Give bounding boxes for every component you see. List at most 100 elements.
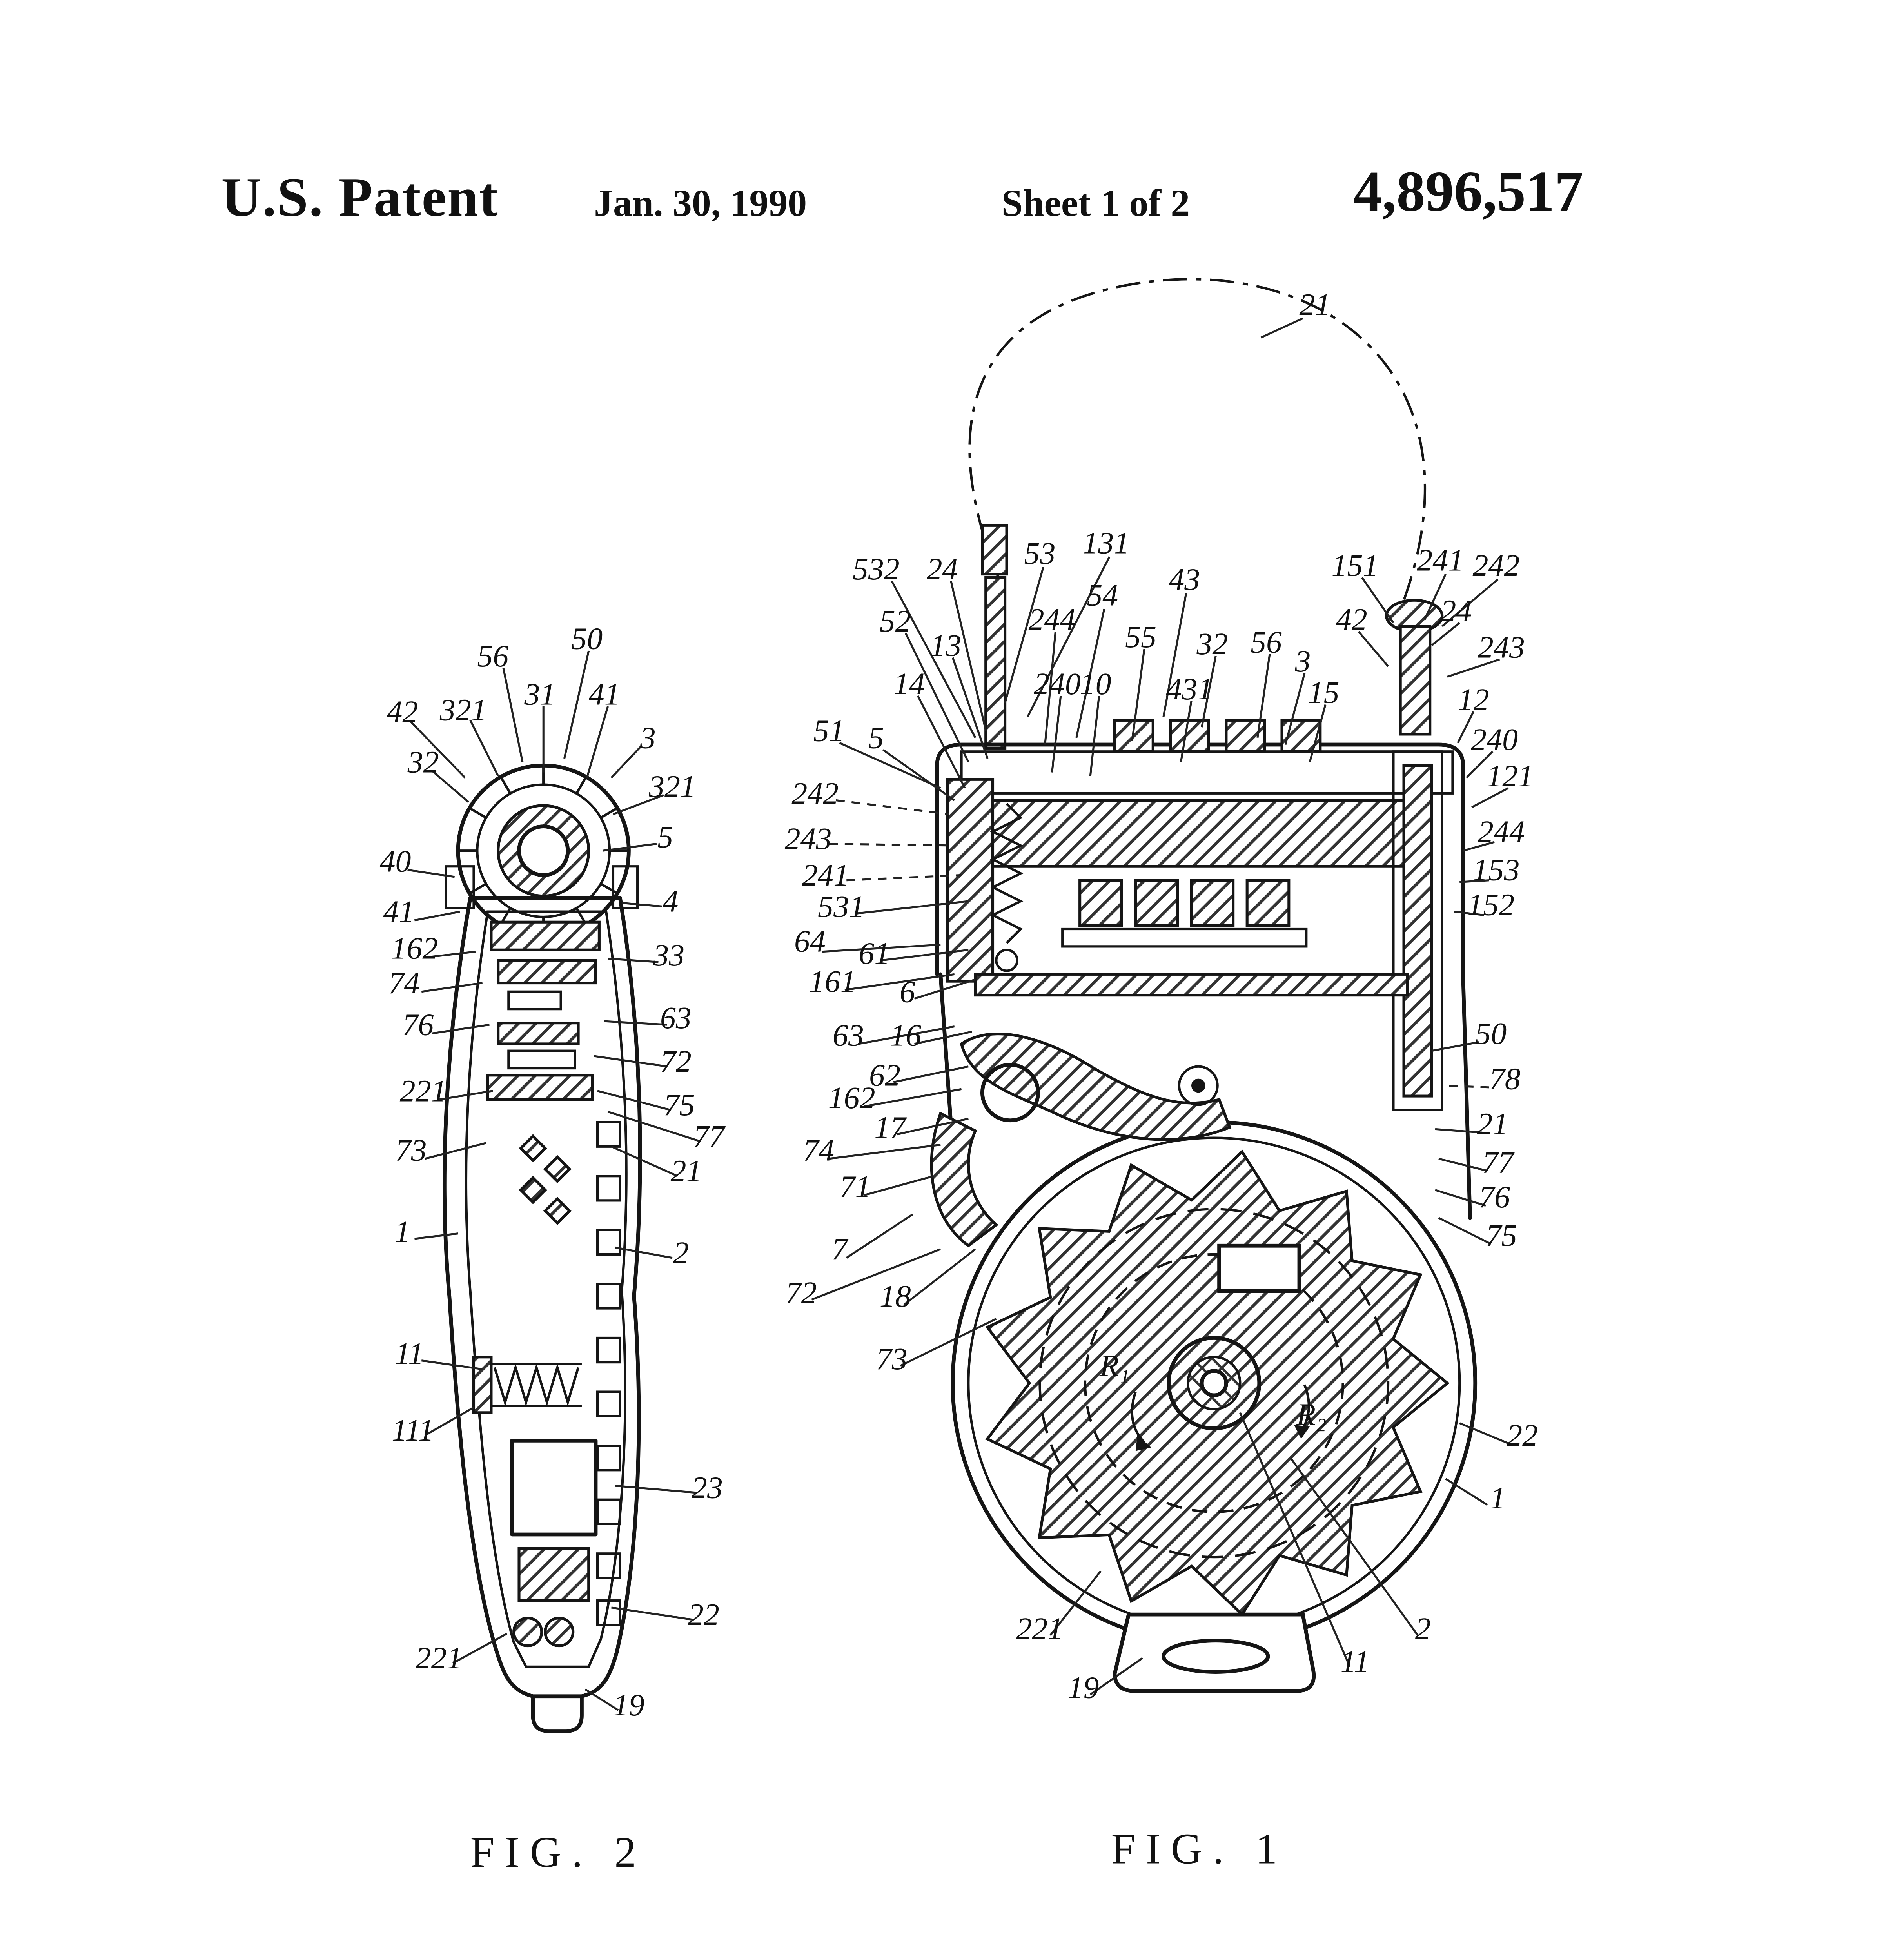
fig1-label-52: 52 <box>880 604 911 639</box>
fig2-label-162: 162 <box>391 931 438 965</box>
figure-2-drawing <box>407 650 701 1733</box>
fig1-pawl-pin-center <box>1191 1078 1205 1093</box>
fig1-label-151: 151 <box>1332 548 1379 583</box>
fig1-pawl-lever <box>960 1033 1232 1141</box>
fig1-label-3: 3 <box>1294 644 1311 679</box>
fig1-label-244b: 244 <box>1478 815 1525 849</box>
fig1-label-17: 17 <box>874 1111 907 1145</box>
fig1-cable-loop <box>968 278 1426 601</box>
fig1-gear-tooth <box>1280 719 1322 753</box>
fig2-spring <box>472 1356 582 1414</box>
fig1-label-74: 74 <box>803 1133 834 1167</box>
fig1-label-11: 11 <box>1341 1644 1370 1679</box>
fig2-label-40: 40 <box>380 844 411 879</box>
fig1-cable-end <box>981 524 1008 576</box>
fig1-head-bottom-plate <box>974 973 1409 997</box>
fig1-label-21-cable: 21 <box>1299 287 1330 322</box>
fig1-r1-arrow <box>1131 1391 1145 1443</box>
fig1-label-241b: 241 <box>802 858 849 893</box>
figure-2-caption: FIG. 2 <box>470 1830 647 1877</box>
fig1-lower-gear-tooth <box>1078 879 1123 927</box>
fig2-label-2: 2 <box>673 1236 689 1270</box>
fig1-label-121: 121 <box>1487 759 1534 793</box>
fig1-label-42: 42 <box>1336 603 1367 637</box>
fig2-label-50: 50 <box>571 621 603 656</box>
fig1-pivot-hole <box>980 1063 1040 1123</box>
fig1-head-top-plate <box>960 750 1454 795</box>
fig2-label-321b: 321 <box>648 769 696 804</box>
fig1-label-51: 51 <box>813 714 845 748</box>
fig1-label-77: 77 <box>1482 1145 1515 1180</box>
fig1-label-10: 10 <box>1080 667 1111 701</box>
fig1-spool-slot <box>1217 1243 1301 1293</box>
fig2-left-lug <box>445 865 475 909</box>
fig1-label-221: 221 <box>1016 1612 1063 1646</box>
fig1-right-column-core <box>1402 764 1433 1098</box>
fig2-label-4: 4 <box>663 884 679 919</box>
fig1-label-62: 62 <box>869 1058 900 1093</box>
fig1-label-7: 7 <box>832 1232 849 1267</box>
fig1-label-153: 153 <box>1473 853 1520 887</box>
fig1-label-76: 76 <box>1479 1180 1510 1214</box>
fig1-label-55: 55 <box>1125 620 1156 654</box>
fig2-label-5: 5 <box>657 820 673 854</box>
fig2-label-11: 11 <box>395 1337 424 1371</box>
fig1-label-532: 532 <box>853 552 900 586</box>
figure-2-labels: 56 50 31 41 42 321 32 3 321 5 40 4 41 16… <box>380 621 726 1722</box>
fig1-label-162: 162 <box>828 1081 875 1115</box>
fig2-label-33: 33 <box>653 938 684 973</box>
fig1-r1-arrowhead <box>1135 1435 1151 1451</box>
fig1-label-243a: 243 <box>1478 630 1525 665</box>
fig1-label-19: 19 <box>1068 1671 1099 1705</box>
fig1-gear-base <box>1061 927 1308 948</box>
fig1-pawl-pin <box>1178 1065 1219 1106</box>
fig1-label-1: 1 <box>1490 1481 1506 1515</box>
fig1-vertical-spring <box>990 803 1024 944</box>
fig2-label-75: 75 <box>664 1088 695 1122</box>
fig1-tab-slot <box>1162 1639 1270 1674</box>
fig1-label-56: 56 <box>1251 625 1282 659</box>
fig2-knob-knurling <box>458 765 629 936</box>
fig2-label-32: 32 <box>407 745 439 780</box>
fig2-collar-section <box>490 920 601 951</box>
fig1-label-431: 431 <box>1166 672 1213 706</box>
figure-1-caption: FIG. 1 <box>1111 1827 1288 1874</box>
fig2-pin <box>512 1616 543 1648</box>
fig1-label-72: 72 <box>786 1276 817 1310</box>
fig2-body-outline <box>443 896 642 1699</box>
fig1-label-53: 53 <box>1024 536 1055 571</box>
fig1-label-241a: 241 <box>1417 543 1464 578</box>
fig1-label-r2: R₂ <box>1296 1397 1327 1432</box>
fig1-spring-seat <box>995 949 1018 972</box>
fig1-label-242a: 242 <box>1473 548 1520 583</box>
fig1-label-242b: 242 <box>791 776 839 811</box>
patent-header-title: U.S. Patent <box>221 165 499 228</box>
fig1-hub-axle <box>1200 1369 1228 1397</box>
fig2-label-74: 74 <box>388 966 420 1000</box>
fig1-plunger-stem <box>1399 625 1432 736</box>
fig2-label-41a: 41 <box>589 677 620 712</box>
fig1-label-75: 75 <box>1486 1218 1517 1253</box>
fig1-label-64: 64 <box>794 924 826 959</box>
fig2-label-321a: 321 <box>439 693 487 727</box>
fig1-label-244a: 244 <box>1029 603 1076 637</box>
fig1-lower-gear-tooth <box>1245 879 1291 927</box>
fig1-label-32: 32 <box>1196 627 1228 661</box>
fig1-shaft-band <box>967 799 1405 868</box>
fig1-bottom-tab <box>1113 1612 1316 1693</box>
fig2-hatched-block <box>517 1547 590 1602</box>
fig1-label-73: 73 <box>876 1342 908 1376</box>
fig1-label-12: 12 <box>1458 682 1489 717</box>
fig1-label-5: 5 <box>868 720 884 755</box>
fig1-label-161: 161 <box>809 964 856 999</box>
fig2-right-lug <box>612 865 639 909</box>
fig1-label-61: 61 <box>859 936 890 971</box>
fig1-label-152: 152 <box>1467 888 1514 922</box>
fig1-label-131: 131 <box>1082 526 1129 560</box>
figure-1-drawing <box>811 278 1511 1695</box>
fig2-battery-box <box>510 1438 598 1537</box>
fig2-knob-bore <box>517 824 570 877</box>
fig1-release-hook <box>930 1111 999 1248</box>
fig2-hatched-section <box>497 1022 580 1045</box>
